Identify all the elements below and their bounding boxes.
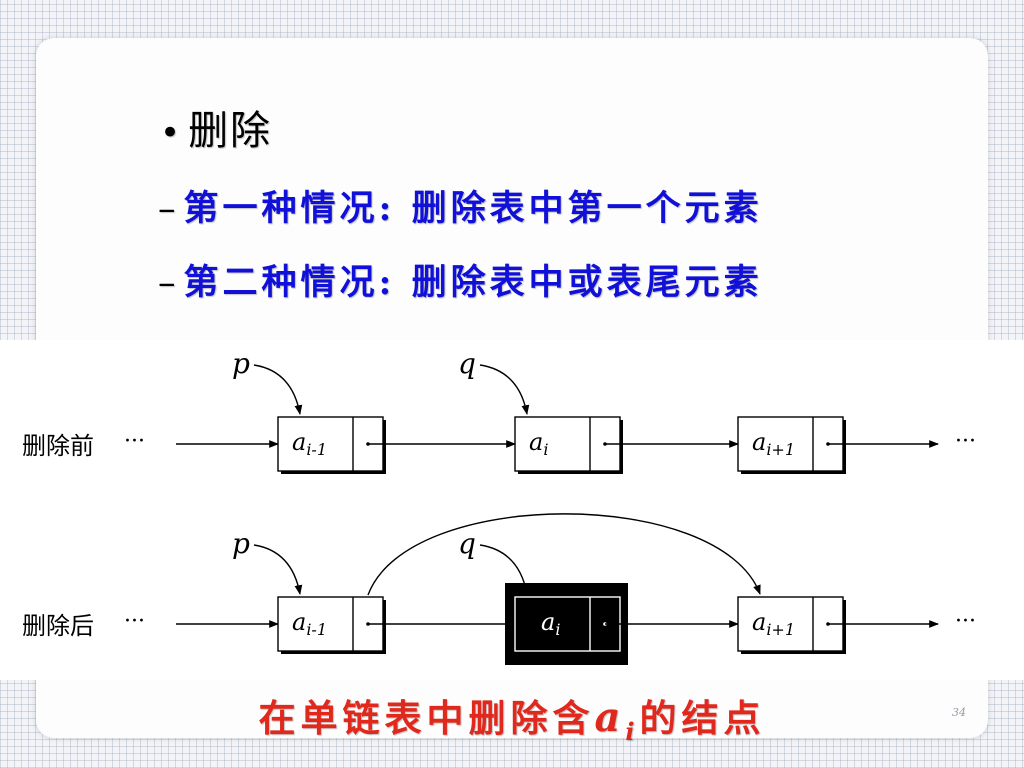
- node-value-label: ai: [541, 608, 560, 639]
- pointer-label-q: q: [458, 527, 476, 560]
- caption-symbol-sub: i: [625, 717, 640, 746]
- caption-prefix: 在单链表中删除含: [258, 696, 595, 740]
- node-value-label: ai+1: [752, 608, 795, 639]
- node-value-label: ai-1: [292, 428, 327, 459]
- row-label: 删除后: [22, 612, 94, 640]
- node-box: [514, 416, 621, 472]
- linked-list-diagram: 删除前 ··· ai-1 ai ai+1 ··· p q 删除后 ··· ai-1 ai ai+1 ···…: [0, 340, 1024, 680]
- diagram-canvas: 删除前 ··· ai-1 ai ai+1 ··· p q 删除后 ··· ai-1 ai ai+1 ···…: [22, 347, 976, 665]
- lead-ellipsis: ···: [124, 609, 145, 634]
- node-box: [277, 596, 384, 652]
- sub-item-text: 第二种情况: 删除表中或表尾元素: [183, 262, 763, 303]
- row-label: 删除前: [22, 432, 94, 460]
- pointer-label-p: p: [232, 347, 250, 380]
- pointer-arrow-q: [479, 364, 530, 415]
- lead-ellipsis: ···: [124, 429, 145, 454]
- sub-dash-icon: –: [158, 189, 180, 229]
- bullet-title-text: 删除: [188, 108, 273, 154]
- tail-ellipsis: ···: [955, 609, 976, 634]
- bypass-link-arrow: [367, 513, 761, 596]
- tail-ellipsis: ···: [955, 429, 976, 454]
- caption-symbol: ai: [594, 694, 639, 746]
- pointer-arrow-p: [253, 364, 303, 415]
- node-box: [737, 596, 844, 652]
- caption-symbol-base: a: [594, 694, 626, 741]
- bullet-title: •删除: [160, 98, 272, 156]
- node-value-label: ai-1: [292, 608, 327, 639]
- sub-dash-icon: –: [158, 263, 180, 303]
- pointer-arrow-q: [479, 544, 530, 595]
- page-number: 34: [952, 706, 966, 719]
- node-box: [737, 416, 844, 472]
- pointer-arrow-p: [253, 544, 303, 595]
- deleted-node-box: [514, 596, 621, 652]
- pointer-label-p: p: [232, 527, 250, 560]
- sub-item-text: 第一种情况: 删除表中第一个元素: [183, 188, 763, 229]
- sub-item-first-case: –第一种情况: 删除表中第一个元素: [158, 180, 763, 231]
- node-value-label: ai: [529, 428, 548, 459]
- pointer-label-q: q: [458, 347, 476, 380]
- bullet-dot-icon: •: [160, 113, 183, 153]
- caption-suffix: 的结点: [639, 696, 766, 740]
- node-value-label: ai+1: [752, 428, 795, 459]
- node-box: [277, 416, 384, 472]
- caption: 在单链表中删除含ai的结点: [0, 688, 1024, 746]
- sub-item-second-case: –第二种情况: 删除表中或表尾元素: [158, 254, 763, 305]
